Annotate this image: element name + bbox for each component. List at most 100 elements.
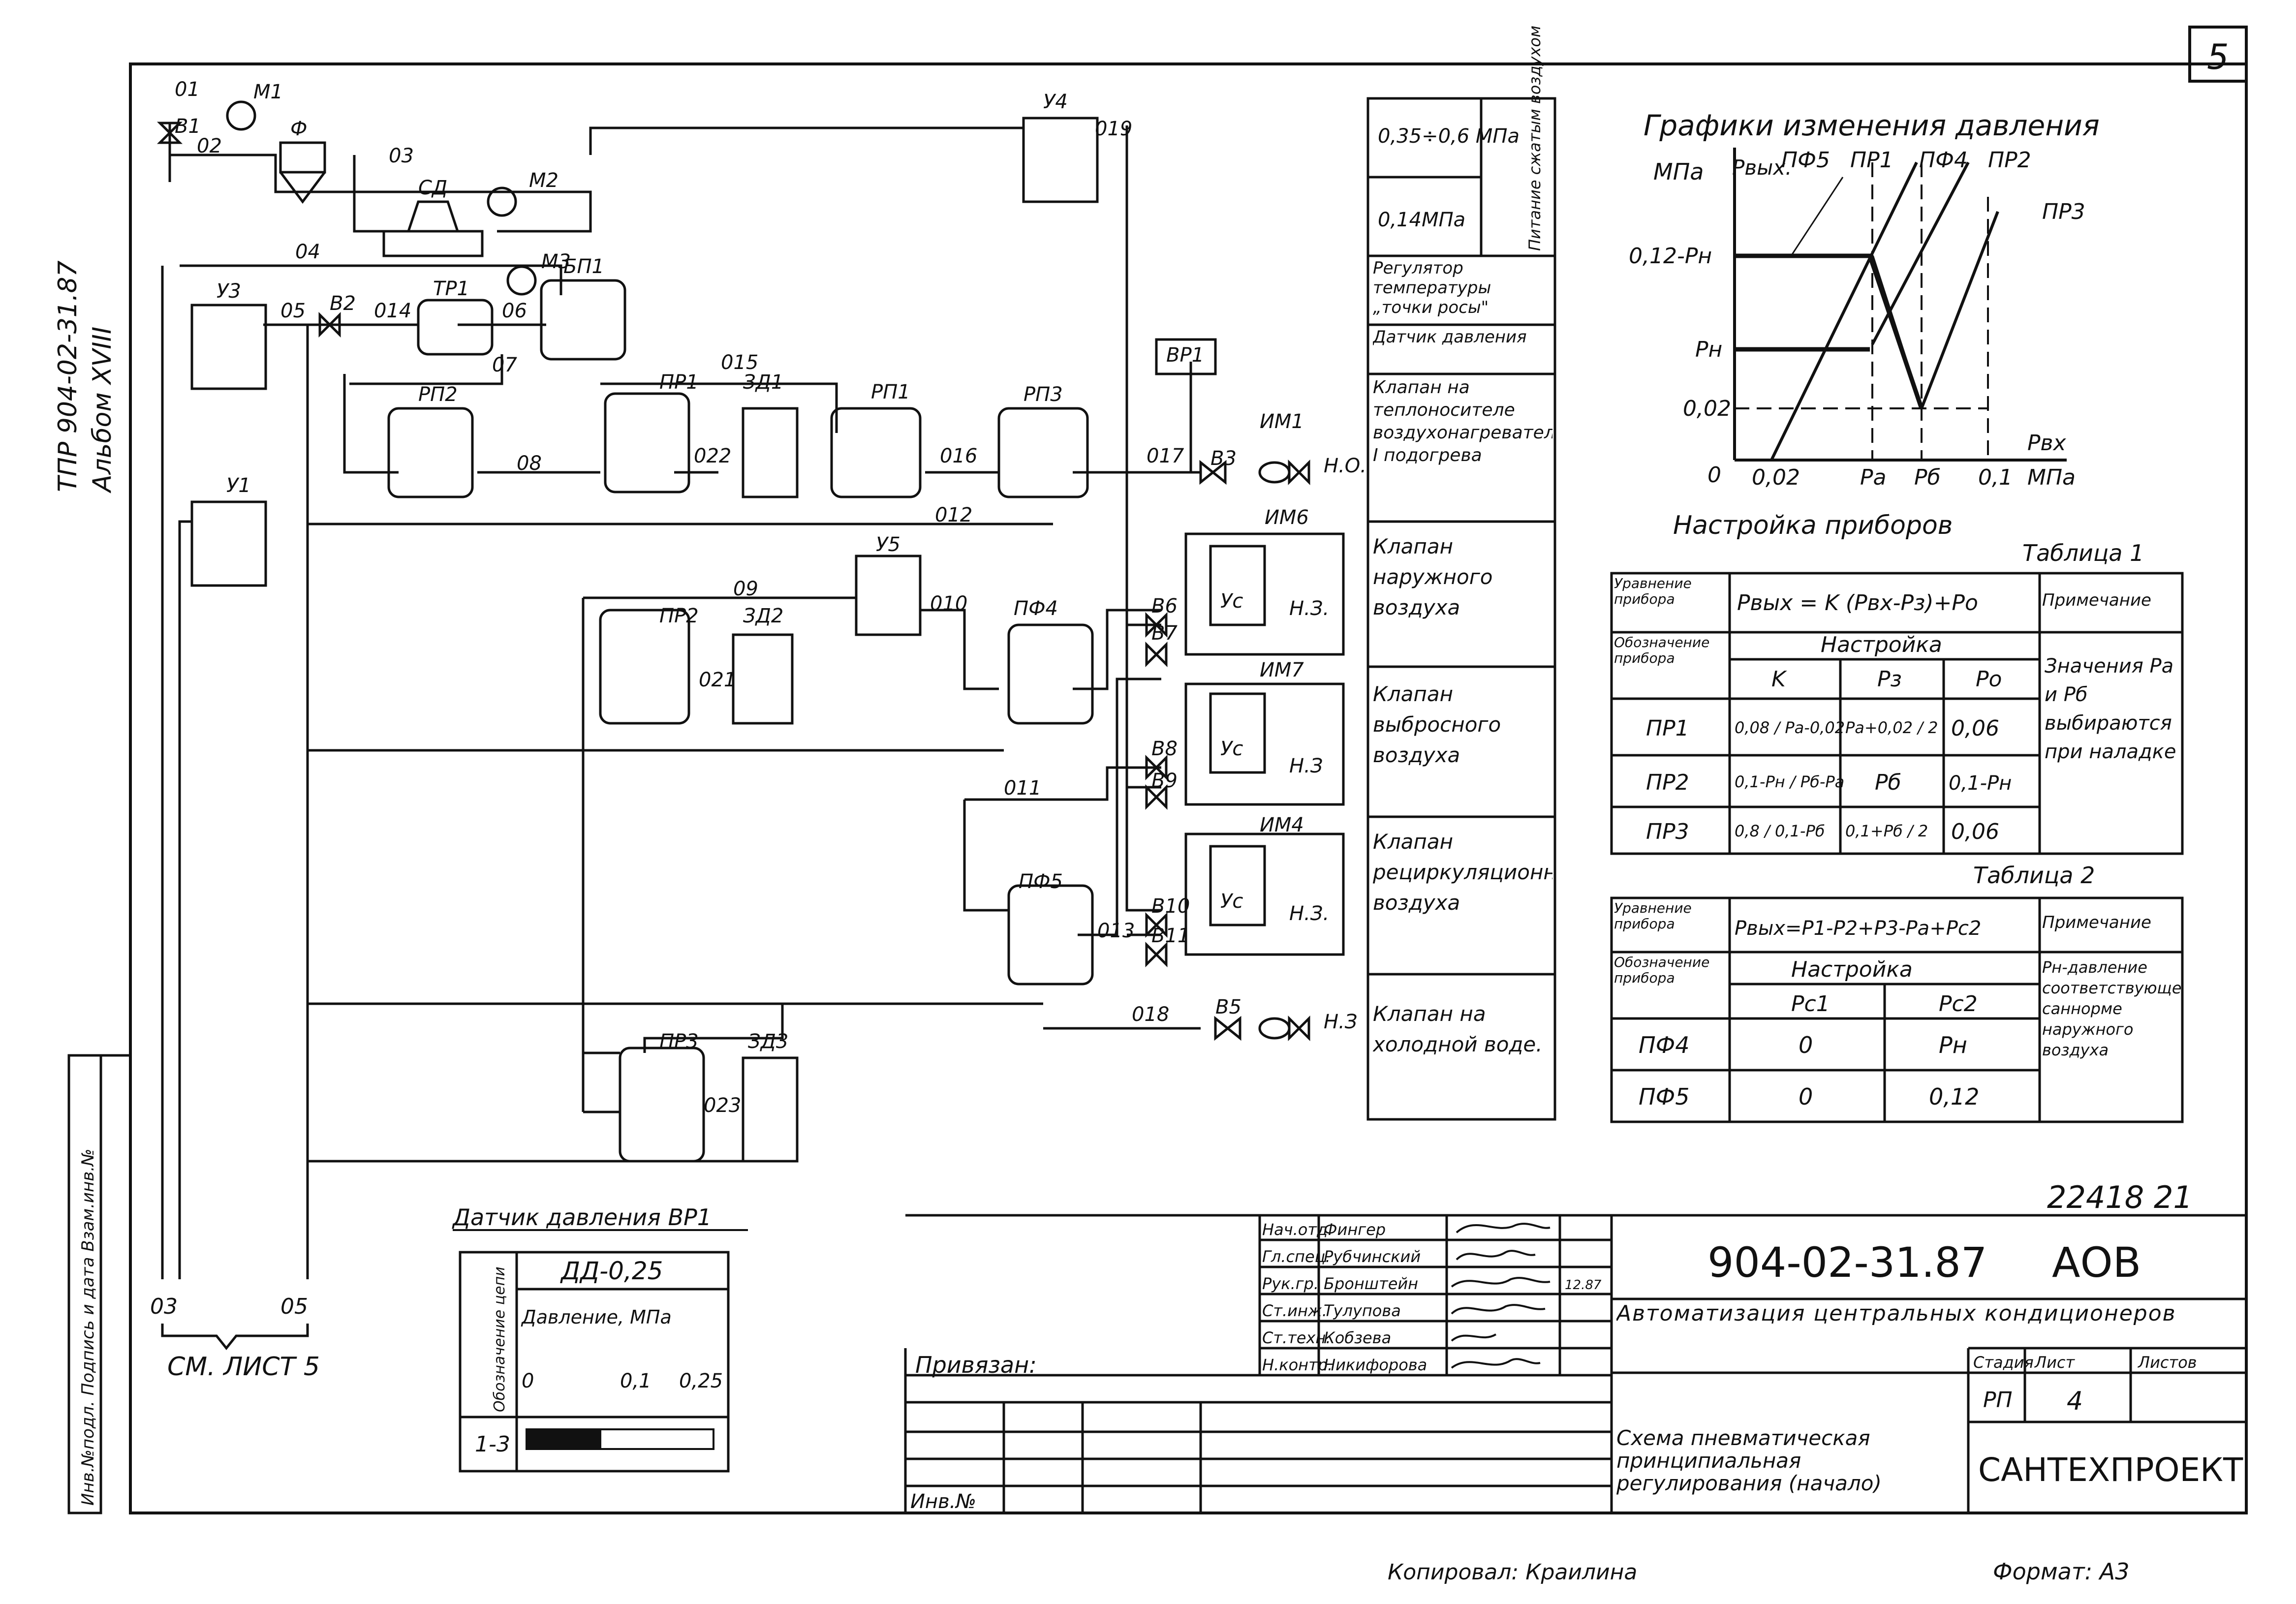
- legend-item-dewpoint: Регулятор температуры „точки росы": [1373, 258, 1491, 317]
- stage-head: Стадия: [1973, 1353, 2034, 1372]
- svg-text:В7: В7: [1151, 622, 1178, 645]
- svg-text:Рубчинский: Рубчинский: [1324, 1247, 1421, 1266]
- actuator-im7-box: [1184, 682, 1345, 806]
- setter-zd1: [742, 407, 799, 498]
- svg-text:В1: В1: [175, 115, 201, 138]
- chart-y-label: Рвых.: [1732, 155, 1792, 180]
- svg-text:0,8 / 0,1-Рб: 0,8 / 0,1-Рб: [1735, 822, 1825, 840]
- svg-text:ВР1: ВР1: [1166, 344, 1204, 367]
- svg-text:М2: М2: [529, 169, 558, 192]
- svg-text:Ст.техн.: Ст.техн.: [1262, 1328, 1331, 1347]
- table1-desig-label: Обозначение прибора: [1614, 635, 1710, 666]
- bottom-label-03: 03: [150, 1294, 178, 1319]
- sensor-scale-0: 0: [522, 1370, 534, 1392]
- settings-title: Настройка приборов: [1673, 511, 1953, 540]
- svg-text:0,1+Рб / 2: 0,1+Рб / 2: [1845, 822, 1928, 840]
- table2-col-c1: Рс1: [1791, 991, 1830, 1017]
- svg-text:У4: У4: [1043, 91, 1068, 113]
- relay-y5: [855, 555, 922, 636]
- pneumatic-schematic: [156, 100, 1345, 1351]
- gauge-m1: [226, 100, 256, 131]
- sensor-scale-2: 0,25: [679, 1370, 723, 1392]
- chart-x-label: Рвх: [2027, 431, 2066, 456]
- svg-text:Н.З.: Н.З.: [1289, 597, 1329, 620]
- relay-y1: [190, 500, 267, 587]
- legend-pressure-1: 0,35÷0,6 МПа: [1378, 125, 1520, 148]
- svg-text:0,12: 0,12: [1929, 1083, 1979, 1110]
- sensor-row-circuit: 1-3: [475, 1432, 510, 1457]
- chart-x-unit: МПа: [2027, 465, 2076, 490]
- svg-text:В6: В6: [1151, 595, 1178, 617]
- svg-text:ПР2: ПР2: [1646, 770, 1689, 795]
- see-sheet-note: СМ. ЛИСТ 5: [167, 1352, 320, 1382]
- schematic-labels: 01 В1 02 М1 Ф 03 СД М2 04 М3 БП1 У3 05 В…: [175, 78, 1366, 1117]
- svg-text:0,06: 0,06: [1951, 819, 1999, 844]
- side-album: Альбом XVIII: [88, 327, 117, 494]
- table2-col-c2: Рс2: [1939, 991, 1978, 1017]
- svg-text:ИМ6: ИМ6: [1265, 506, 1309, 529]
- svg-text:08: 08: [517, 452, 542, 475]
- sensor-col-circuit: Обозначение цепи: [491, 1266, 508, 1412]
- table1-equation: Рвых = K (Рвх-Рз)+Ро: [1737, 590, 1978, 616]
- valve-b1: [156, 122, 183, 144]
- device-pf4: [1007, 623, 1094, 725]
- svg-text:Н.О.: Н.О.: [1324, 455, 1366, 477]
- people-list: Нач.отд. Фингер Гл.спец. Рубчинский Рук.…: [1262, 1220, 1602, 1374]
- svg-text:0,1-Рн / Рб-Ра: 0,1-Рн / Рб-Ра: [1735, 772, 1844, 791]
- copied-by: Копировал: Краилина: [1388, 1560, 1637, 1585]
- svg-text:М3: М3: [541, 250, 571, 273]
- svg-text:Рб: Рб: [1875, 770, 1901, 795]
- svg-text:Тулупова: Тулупова: [1324, 1301, 1401, 1320]
- svg-text:014: 014: [374, 300, 411, 322]
- regulator-rp1: [830, 407, 922, 498]
- project-title: Автоматизация центральных кондиционеров: [1616, 1301, 2176, 1326]
- svg-text:В5: В5: [1215, 996, 1241, 1018]
- chart-x-tick-2: Ра: [1860, 465, 1887, 490]
- svg-text:ЗД3: ЗД3: [748, 1030, 788, 1053]
- svg-text:Н.З.: Н.З.: [1289, 902, 1329, 925]
- curve-pr3: [1920, 211, 1999, 409]
- chart-y-tick-4: 0: [1707, 463, 1721, 488]
- chart-y-tick-3: 0,02: [1683, 396, 1731, 421]
- stage-value: РП: [1983, 1388, 2013, 1413]
- chart-x-tick-1: 0,02: [1752, 465, 1800, 490]
- svg-text:01: 01: [175, 78, 200, 101]
- svg-text:У3: У3: [217, 280, 241, 303]
- drawing-mark: АОВ: [2052, 1238, 2141, 1287]
- sheet-frame: [129, 26, 2248, 1514]
- svg-text:013: 013: [1097, 920, 1135, 942]
- side-code: ТПР 904-02-31.87: [53, 260, 83, 492]
- filter-f: [279, 141, 326, 204]
- signatures: [1451, 1223, 1551, 1369]
- svg-text:У1: У1: [226, 474, 251, 497]
- sheets-head: Листов: [2138, 1353, 2197, 1372]
- drawing-title: Схема пневматическая принципиальная регу…: [1616, 1427, 1882, 1495]
- svg-text:ПФ4: ПФ4: [1639, 1032, 1689, 1058]
- legend-supply: Питание сжатым воздухом: [1525, 26, 1544, 251]
- svg-text:Никифорова: Никифорова: [1324, 1356, 1427, 1374]
- inventory-label: Инв.№: [910, 1490, 976, 1513]
- table1-setting-head: Настройка: [1821, 632, 1942, 657]
- table2-row-pf4: ПФ4 0 Рн: [1639, 1032, 1967, 1058]
- valve-b7: [1145, 641, 1168, 668]
- legend-item-cold-water-valve: Клапан на холодной воде.: [1373, 1002, 1543, 1056]
- svg-text:Ст.инж.: Ст.инж.: [1262, 1301, 1327, 1320]
- svg-text:В8: В8: [1151, 738, 1178, 760]
- svg-text:0: 0: [1799, 1032, 1813, 1058]
- relay-y3: [190, 304, 267, 390]
- svg-text:ЗД1: ЗД1: [743, 371, 783, 394]
- chart-y-tick-2: Рн: [1695, 337, 1722, 362]
- table1-note-head: Примечание: [2042, 590, 2151, 610]
- pressure-chart: [1733, 148, 2067, 462]
- svg-text:Гл.спец.: Гл.спец.: [1262, 1247, 1331, 1266]
- sheet-value: 4: [2067, 1387, 2083, 1416]
- legend-item-heater-valve: Клапан на теплоносителе воздухонагревате…: [1373, 377, 1552, 465]
- chart-y-unit: МПа: [1653, 158, 1704, 185]
- valve-b8: [1145, 754, 1168, 781]
- svg-text:021: 021: [699, 669, 736, 691]
- svg-text:12.87: 12.87: [1565, 1278, 1602, 1293]
- actuator-im6-box: [1184, 532, 1345, 656]
- svg-text:04: 04: [295, 241, 320, 263]
- sensor-table: [459, 1251, 730, 1473]
- svg-text:018: 018: [1132, 1003, 1169, 1026]
